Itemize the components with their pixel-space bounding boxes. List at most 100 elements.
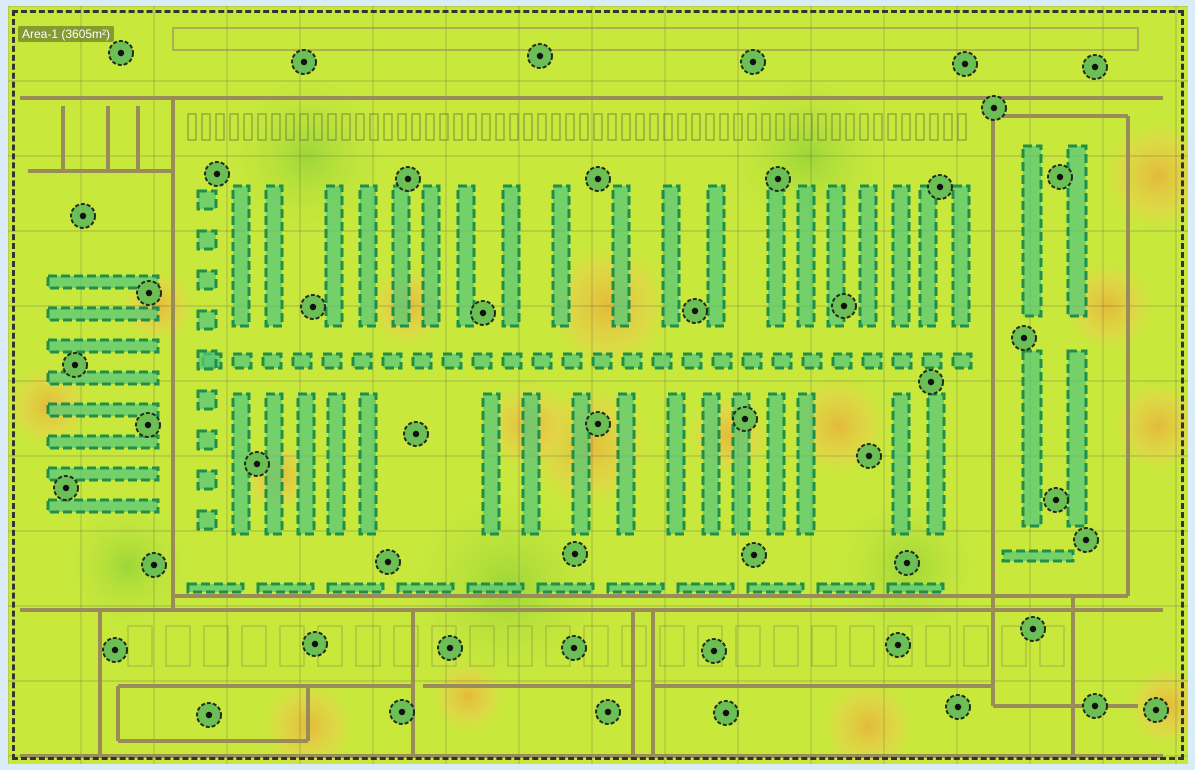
strong-signal-zone	[718, 66, 898, 246]
room-fixture	[165, 625, 191, 667]
wifi-access-point-icon[interactable]	[1047, 164, 1073, 190]
wifi-access-point-icon[interactable]	[196, 702, 222, 728]
wifi-access-point-icon[interactable]	[701, 638, 727, 664]
wifi-access-point-icon[interactable]	[831, 293, 857, 319]
bay	[565, 113, 575, 141]
shelf-rack	[1066, 349, 1088, 528]
wifi-access-point-icon[interactable]	[403, 421, 429, 447]
shelf-rack	[918, 184, 938, 328]
wifi-access-point-icon[interactable]	[302, 631, 328, 657]
wifi-access-point-icon[interactable]	[395, 166, 421, 192]
shelf-rack	[826, 184, 846, 328]
shelf-rack	[801, 352, 823, 370]
wifi-access-point-icon[interactable]	[713, 700, 739, 726]
shelf-rack	[256, 582, 315, 594]
wifi-access-point-icon[interactable]	[740, 49, 766, 75]
shelf-rack	[861, 352, 883, 370]
wifi-access-point-icon[interactable]	[204, 161, 230, 187]
shelf-rack	[1001, 549, 1075, 563]
shelf-rack	[46, 370, 160, 386]
wifi-access-point-icon[interactable]	[136, 280, 162, 306]
wifi-access-point-icon[interactable]	[291, 49, 317, 75]
wifi-access-point-icon[interactable]	[1073, 527, 1099, 553]
bay	[733, 113, 743, 141]
shelf-rack	[231, 184, 251, 328]
shelf-rack	[921, 352, 943, 370]
shelf-rack	[536, 582, 595, 594]
wifi-access-point-icon[interactable]	[102, 637, 128, 663]
wifi-access-point-icon[interactable]	[894, 550, 920, 576]
shelf-rack	[466, 582, 525, 594]
wifi-access-point-icon[interactable]	[981, 95, 1007, 121]
shelf-rack	[711, 352, 733, 370]
shelf-rack	[831, 352, 853, 370]
wifi-access-point-icon[interactable]	[741, 542, 767, 568]
shelf-rack	[441, 352, 463, 370]
wifi-access-point-icon[interactable]	[732, 406, 758, 432]
shelf-rack	[196, 349, 218, 371]
shelf-rack	[264, 184, 284, 328]
wifi-access-point-icon[interactable]	[1043, 487, 1069, 513]
wifi-access-point-icon[interactable]	[108, 40, 134, 66]
bay	[537, 113, 547, 141]
wifi-access-point-icon[interactable]	[141, 552, 167, 578]
wifi-access-point-icon[interactable]	[1011, 325, 1037, 351]
wifi-access-point-icon[interactable]	[53, 475, 79, 501]
wifi-access-point-icon[interactable]	[1020, 616, 1046, 642]
shelf-rack	[591, 352, 613, 370]
wifi-access-point-icon[interactable]	[389, 699, 415, 725]
wifi-access-point-icon[interactable]	[945, 694, 971, 720]
wifi-access-point-icon[interactable]	[585, 166, 611, 192]
shelf-rack	[456, 184, 476, 328]
wifi-access-point-icon[interactable]	[1082, 693, 1108, 719]
wifi-access-point-icon[interactable]	[70, 203, 96, 229]
room-fixture	[469, 625, 495, 667]
shelf-rack	[411, 352, 433, 370]
wifi-access-point-icon[interactable]	[1143, 697, 1169, 723]
wifi-access-point-icon[interactable]	[244, 451, 270, 477]
bay	[663, 113, 673, 141]
bay	[635, 113, 645, 141]
wifi-access-point-icon[interactable]	[527, 43, 553, 69]
wifi-access-point-icon[interactable]	[585, 411, 611, 437]
bay	[901, 113, 911, 141]
bay	[705, 113, 715, 141]
wifi-access-point-icon[interactable]	[595, 699, 621, 725]
bay	[831, 113, 841, 141]
room-fixture	[393, 625, 419, 667]
shelf-rack	[501, 184, 521, 328]
wifi-access-point-icon[interactable]	[765, 166, 791, 192]
room-fixture	[127, 625, 153, 667]
bay	[467, 113, 477, 141]
wifi-access-point-icon[interactable]	[62, 352, 88, 378]
wifi-access-point-icon[interactable]	[135, 412, 161, 438]
wifi-access-point-icon[interactable]	[1082, 54, 1108, 80]
access-points-layer[interactable]	[53, 40, 1169, 728]
wifi-access-point-icon[interactable]	[300, 294, 326, 320]
heatmap-layer	[8, 6, 1188, 764]
shelf-rack	[681, 352, 703, 370]
wifi-access-point-icon[interactable]	[375, 549, 401, 575]
wifi-access-point-icon[interactable]	[437, 635, 463, 661]
wifi-access-point-icon[interactable]	[927, 174, 953, 200]
weak-signal-zone	[1098, 116, 1188, 236]
shelf-rack	[471, 352, 493, 370]
bay	[327, 113, 337, 141]
shelf-rack	[291, 352, 313, 370]
shelf-rack	[926, 392, 946, 536]
floor-plan-canvas[interactable]: Area-1 (3605m²)	[8, 6, 1188, 764]
bay	[523, 113, 533, 141]
wifi-access-point-icon[interactable]	[952, 51, 978, 77]
wifi-access-point-icon[interactable]	[562, 541, 588, 567]
wifi-access-point-icon[interactable]	[682, 298, 708, 324]
wifi-access-point-icon[interactable]	[918, 369, 944, 395]
wifi-access-point-icon[interactable]	[470, 300, 496, 326]
shelf-rack	[46, 466, 160, 482]
counter	[172, 27, 1139, 51]
wifi-access-point-icon[interactable]	[885, 632, 911, 658]
bay	[845, 113, 855, 141]
wifi-access-point-icon[interactable]	[561, 635, 587, 661]
wifi-access-point-icon[interactable]	[856, 443, 882, 469]
bay	[775, 113, 785, 141]
bay	[579, 113, 589, 141]
